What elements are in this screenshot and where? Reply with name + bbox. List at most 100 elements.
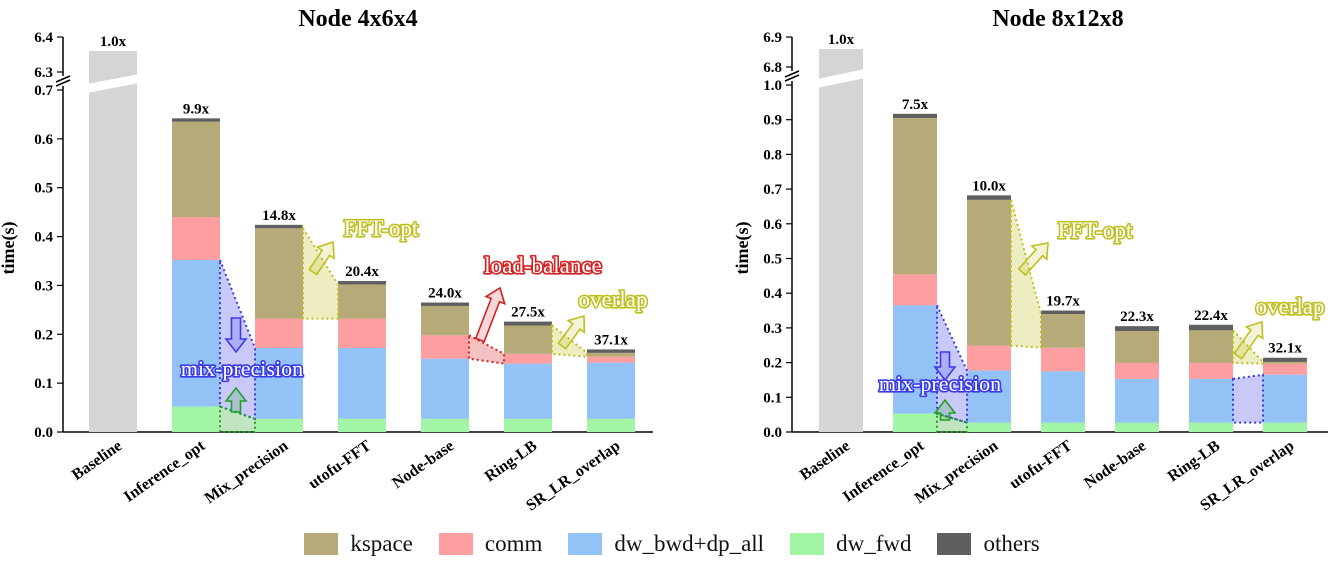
y-tick-label: 0.6 [763, 217, 782, 233]
overlap-bridge [551, 323, 588, 358]
bar-segment-dw-bwd-dp-all [338, 347, 386, 419]
annotation-fft-opt-outline: FFT-opt [1058, 218, 1133, 243]
legend-swatch-dw-fwd [790, 533, 825, 555]
speedup-label: 22.3x [1120, 309, 1154, 325]
annotation-mix-precision-outline: mix-precision [879, 371, 1001, 396]
chart-title: Node 4x6x4 [298, 6, 417, 32]
bar-segment-dw-bwd-dp-all [1041, 371, 1085, 423]
y-tick-label: 0.7 [763, 182, 782, 198]
speedup-label: 7.5x [902, 97, 929, 113]
bar-break-gap [817, 69, 865, 88]
y-tick-label: 1.0 [763, 78, 782, 94]
annotation-load-balance: load-balance [484, 253, 601, 278]
overlap-arrow [557, 314, 586, 350]
y-tick-label: 0.8 [763, 147, 782, 163]
speedup-label: 19.7x [1046, 294, 1080, 310]
annotation-overlap-outline: overlap [579, 287, 648, 312]
bar-segment-others [338, 281, 386, 285]
bar-segment-kspace [504, 325, 552, 354]
mix-precision-arrow-up [224, 386, 248, 413]
speedup-label: 27.5x [511, 305, 545, 321]
y-tick-label: 0.7 [34, 83, 53, 99]
speedup-label: 37.1x [594, 332, 628, 348]
legend-item-dw-bwd-dp-all: dw_bwd+dp_all [568, 531, 764, 557]
bar-segment-dw-fwd [172, 406, 220, 432]
bar-segment-dw-fwd [1263, 422, 1307, 432]
y-tick-label: 0.3 [763, 321, 782, 337]
bar-segment-comm [421, 335, 469, 359]
axis-break-mark [784, 70, 800, 78]
legend-item-comm: comm [438, 531, 543, 557]
bar-segment-dw-fwd [967, 422, 1011, 432]
speedup-label: 32.1x [1268, 341, 1302, 357]
bar-segment-others [967, 195, 1011, 200]
bar-segment-others [255, 224, 303, 229]
chart-title: Node 8x12x8 [992, 6, 1123, 32]
bar-segment-dw-fwd [1115, 422, 1159, 432]
speedup-label: 22.4x [1194, 308, 1228, 324]
x-tick-label: Baseline [797, 437, 853, 484]
bar-segment-kspace [1189, 330, 1233, 363]
bar-segment-dw-bwd-dp-all [172, 260, 220, 407]
y-tick-label: 6.9 [763, 30, 782, 46]
bar-segment-dw-fwd [1041, 422, 1085, 432]
load-balance-arrow [474, 286, 506, 343]
overlap-bridge [1232, 327, 1264, 365]
bar-segment-others [1189, 324, 1233, 331]
bar-segment-comm [967, 345, 1011, 371]
bar-segment-comm [338, 318, 386, 348]
speedup-label: 20.4x [345, 264, 379, 280]
bar-segment-comm [255, 318, 303, 348]
legend-swatch-others [937, 533, 972, 555]
legend-label-comm: comm [484, 531, 543, 556]
annotation-overlap: overlap [579, 287, 648, 312]
annotation-overlap-outline: overlap [1256, 294, 1325, 319]
bar-baseline [89, 51, 137, 432]
bar-segment-others [1263, 357, 1307, 362]
mix-precision-bridge-bwd [219, 259, 256, 421]
chart-panel-2: Node 8x12x8time(s)0.00.10.20.30.40.50.60… [732, 6, 1328, 515]
y-tick-label: 0.5 [34, 181, 53, 197]
bar-segment-others [421, 302, 469, 306]
legend-label-dw-bwd-dp-all: dw_bwd+dp_all [614, 531, 765, 556]
bar-segment-others [587, 349, 635, 353]
bar-segment-comm [1263, 363, 1307, 375]
chart-panel-1: Node 4x6x4time(s)0.00.10.20.30.40.50.60.… [0, 6, 653, 515]
bar-segment-others [1041, 310, 1085, 315]
bar-segment-dw-bwd-dp-all [1263, 374, 1307, 423]
charts-canvas: Node 4x6x4time(s)0.00.10.20.30.40.50.60.… [0, 6, 1328, 515]
speedup-label: 1.0x [100, 34, 127, 50]
mix-precision-bridge-bwd [936, 304, 968, 424]
bar-segment-kspace [967, 199, 1011, 346]
bar-segment-dw-fwd [893, 413, 937, 432]
x-tick-label: Mix_precision [202, 437, 292, 507]
x-tick-label: Node-base [389, 437, 457, 492]
annotation-mix-precision: mix-precision [879, 371, 1001, 396]
bar-segment-comm [587, 356, 635, 363]
y-axis-label: time(s) [0, 222, 19, 275]
annotation-overlap: overlap [1256, 294, 1325, 319]
mix-precision-arrow-down [224, 317, 248, 354]
bar-segment-comm [1189, 362, 1233, 379]
bar-segment-dw-bwd-dp-all [587, 362, 635, 419]
bar-segment-dw-bwd-dp-all [504, 363, 552, 419]
x-tick-label: Mix_precision [912, 437, 1002, 507]
legend-swatch-dw-bwd-dp-all [568, 533, 603, 555]
bar-segment-kspace [255, 228, 303, 319]
y-tick-label: 0.4 [763, 286, 782, 302]
y-tick-label: 0.2 [763, 356, 782, 372]
legend-swatch-comm [438, 533, 473, 555]
fft-opt-arrow [308, 240, 336, 276]
speedup-label: 14.8x [262, 208, 296, 224]
bar-segment-dw-bwd-dp-all [255, 347, 303, 419]
speedup-label: 24.0x [428, 286, 462, 302]
mix-precision-arrow-up [933, 398, 957, 421]
x-tick-label: Ring-LB [482, 437, 541, 485]
bar-segment-comm [504, 353, 552, 364]
y-tick-label: 6.8 [763, 60, 782, 76]
y-tick-label: 0.0 [763, 425, 782, 441]
